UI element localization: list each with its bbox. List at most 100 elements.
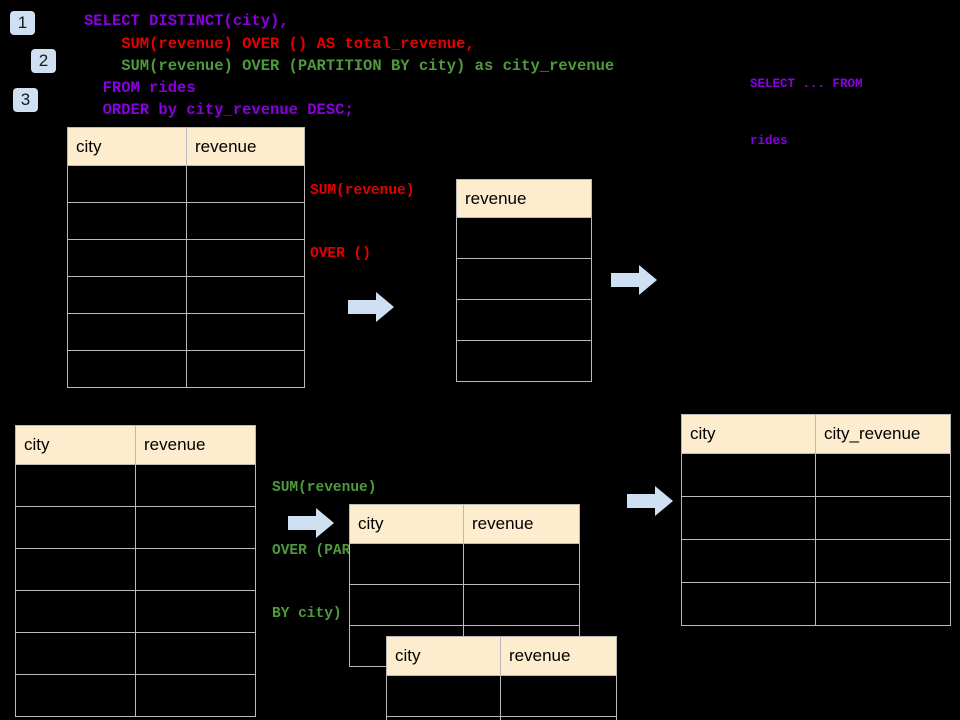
annotation-select-from-line2: rides	[750, 134, 788, 148]
table-row	[67, 202, 305, 240]
table-total-revenue: revenue	[456, 179, 592, 382]
table-cell	[67, 350, 187, 388]
table-cell	[67, 276, 187, 314]
table-cell	[456, 299, 592, 341]
table-cell	[463, 543, 580, 585]
table-row	[15, 632, 256, 675]
annotation-sum-over-partition-line1: SUM(revenue)	[272, 480, 377, 496]
table-cell	[456, 340, 592, 382]
table-cell	[135, 506, 256, 549]
table-row	[67, 350, 305, 388]
arrow-to-result	[627, 486, 673, 521]
table-row	[15, 506, 256, 549]
table-cell	[135, 674, 256, 717]
table-cell	[67, 202, 187, 240]
table-cell	[186, 239, 305, 277]
table-row	[349, 543, 580, 585]
table-row	[681, 539, 951, 583]
table-row	[67, 276, 305, 314]
table-cell	[67, 165, 187, 203]
column-header-city: city	[15, 425, 136, 465]
table-row	[15, 674, 256, 717]
sql-line-sum-over-partition: SUM(revenue) OVER (PARTITION BY city) as…	[84, 57, 615, 75]
table-cell	[135, 590, 256, 633]
table-cell	[349, 543, 464, 585]
column-header-revenue: revenue	[463, 504, 580, 544]
table-cell	[463, 584, 580, 626]
table-cell	[815, 539, 951, 583]
column-header-revenue: revenue	[135, 425, 256, 465]
table-row	[67, 165, 305, 203]
table-partition-front: city revenue	[386, 636, 617, 720]
column-header-revenue: revenue	[500, 636, 617, 676]
table-row	[349, 584, 580, 626]
table-cell	[456, 217, 592, 259]
step-badge-3: 3	[13, 88, 38, 112]
table-header-row: city revenue	[349, 504, 580, 544]
table-rides-source: city revenue	[67, 127, 305, 388]
table-cell	[815, 496, 951, 540]
table-row	[456, 258, 592, 300]
table-cell	[67, 313, 187, 351]
table-row	[67, 313, 305, 351]
table-header-row: city revenue	[386, 636, 617, 676]
table-cell	[815, 453, 951, 497]
table-result: city city_revenue	[681, 414, 951, 626]
table-header-row: city revenue	[15, 425, 256, 465]
table-rides-source-2: city revenue	[15, 425, 256, 717]
sql-line-sum-over-empty: SUM(revenue) OVER () AS total_revenue,	[84, 35, 475, 53]
table-row	[681, 496, 951, 540]
table-cell	[681, 496, 816, 540]
sql-line-from-rides: FROM rides	[84, 79, 196, 97]
table-cell	[15, 464, 136, 507]
table-cell	[186, 313, 305, 351]
table-row	[456, 299, 592, 341]
table-row	[15, 590, 256, 633]
table-cell	[15, 548, 136, 591]
arrow-to-total-revenue	[348, 292, 394, 327]
arrow-to-partition	[288, 508, 334, 543]
table-row	[681, 453, 951, 497]
table-row	[15, 548, 256, 591]
table-row	[681, 582, 951, 626]
table-cell	[15, 674, 136, 717]
step-badge-2: 2	[31, 49, 56, 73]
table-row	[15, 464, 256, 507]
column-header-city-revenue: city_revenue	[815, 414, 951, 454]
annotation-select-from: SELECT ... FROM rides	[750, 37, 863, 189]
table-cell	[186, 165, 305, 203]
column-header-city: city	[386, 636, 501, 676]
table-header-row: city revenue	[67, 127, 305, 166]
table-row	[456, 340, 592, 382]
column-header-city: city	[681, 414, 816, 454]
annotation-sum-over-empty: SUM(revenue) OVER ()	[310, 139, 414, 307]
table-row	[67, 239, 305, 277]
annotation-sum-over-empty-line2: OVER ()	[310, 246, 371, 262]
table-cell	[186, 350, 305, 388]
annotation-select-from-line1: SELECT ... FROM	[750, 77, 863, 91]
table-cell	[500, 716, 617, 720]
sql-line-order-by: ORDER by city_revenue DESC;	[84, 101, 354, 119]
table-cell	[386, 716, 501, 720]
table-header-row: city city_revenue	[681, 414, 951, 454]
table-cell	[681, 539, 816, 583]
annotation-sum-over-partition-line3: BY city)	[272, 606, 342, 622]
table-cell	[67, 239, 187, 277]
table-row	[386, 675, 617, 717]
column-header-city: city	[349, 504, 464, 544]
table-cell	[186, 276, 305, 314]
column-header-revenue: revenue	[456, 179, 592, 218]
table-row	[386, 716, 617, 720]
table-cell	[135, 464, 256, 507]
table-cell	[15, 506, 136, 549]
table-cell	[15, 632, 136, 675]
table-row	[456, 217, 592, 259]
table-cell	[681, 453, 816, 497]
column-header-city: city	[67, 127, 187, 166]
annotation-sum-over-empty-line1: SUM(revenue)	[310, 183, 415, 199]
table-cell	[349, 584, 464, 626]
table-cell	[681, 582, 816, 626]
table-cell	[135, 632, 256, 675]
table-cell	[386, 675, 501, 717]
